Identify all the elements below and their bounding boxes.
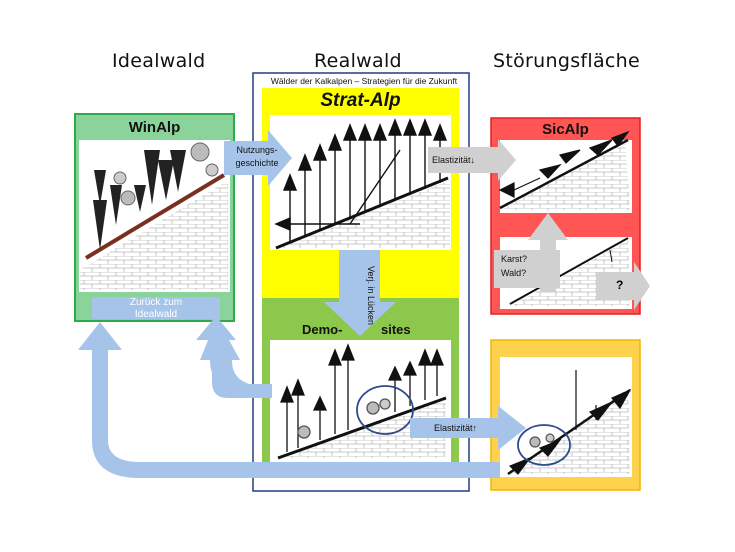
demo-trees [280, 343, 444, 452]
history-arrow [224, 130, 292, 186]
regeneration-label-2: Lücken [366, 296, 376, 326]
stratalp-arrows [274, 118, 448, 243]
sicalp-title: SicAlp [542, 121, 589, 138]
column-title-idealwald: Idealwald [112, 50, 206, 72]
return-arrow-long [78, 322, 500, 478]
winalp-trees [93, 142, 219, 250]
elasticity-bottom-label: Elastizität↑ [434, 423, 477, 433]
stratalp-title: Strat-Alp [320, 90, 401, 111]
back-label-2: Idealwald [134, 309, 178, 320]
elasticity-bottom-text: Elastizität [434, 423, 473, 433]
demo-title-right: sites [381, 322, 411, 337]
elasticity-top-label: Elastizität↓ [432, 155, 475, 165]
project-subtitle: Wälder der Kalkalpen – Strategien für di… [270, 76, 458, 86]
question-arrow [596, 262, 650, 310]
regeneration-arrow [324, 250, 396, 336]
regeneration-label-1: Verj. in [366, 266, 376, 294]
column-title-stoerungsflaeche: Störungsfläche [493, 50, 640, 72]
karst-label-1: Karst? [501, 254, 528, 264]
arrow-down-icon: ↓ [470, 155, 476, 165]
history-label-2: geschichte [235, 158, 279, 168]
karst-label-2: Wald? [501, 268, 527, 278]
demo-title-left: Demo- [302, 322, 343, 337]
realwald-frame [252, 72, 470, 492]
regeneration-label: Verj. in Lücken [346, 266, 376, 325]
arrow-up-icon: ↑ [472, 423, 478, 433]
winalp-title: WinAlp [128, 119, 181, 136]
elasticity-bottom-arrow [410, 406, 526, 450]
elasticity-top-arrow [428, 139, 516, 181]
history-label-1: Nutzungs- [236, 145, 278, 155]
column-title-realwald: Realwald [314, 50, 402, 72]
question-label: ? [616, 278, 624, 292]
back-label-1: Zurück zum [129, 297, 183, 308]
elasticity-top-text: Elastizität [432, 155, 471, 165]
